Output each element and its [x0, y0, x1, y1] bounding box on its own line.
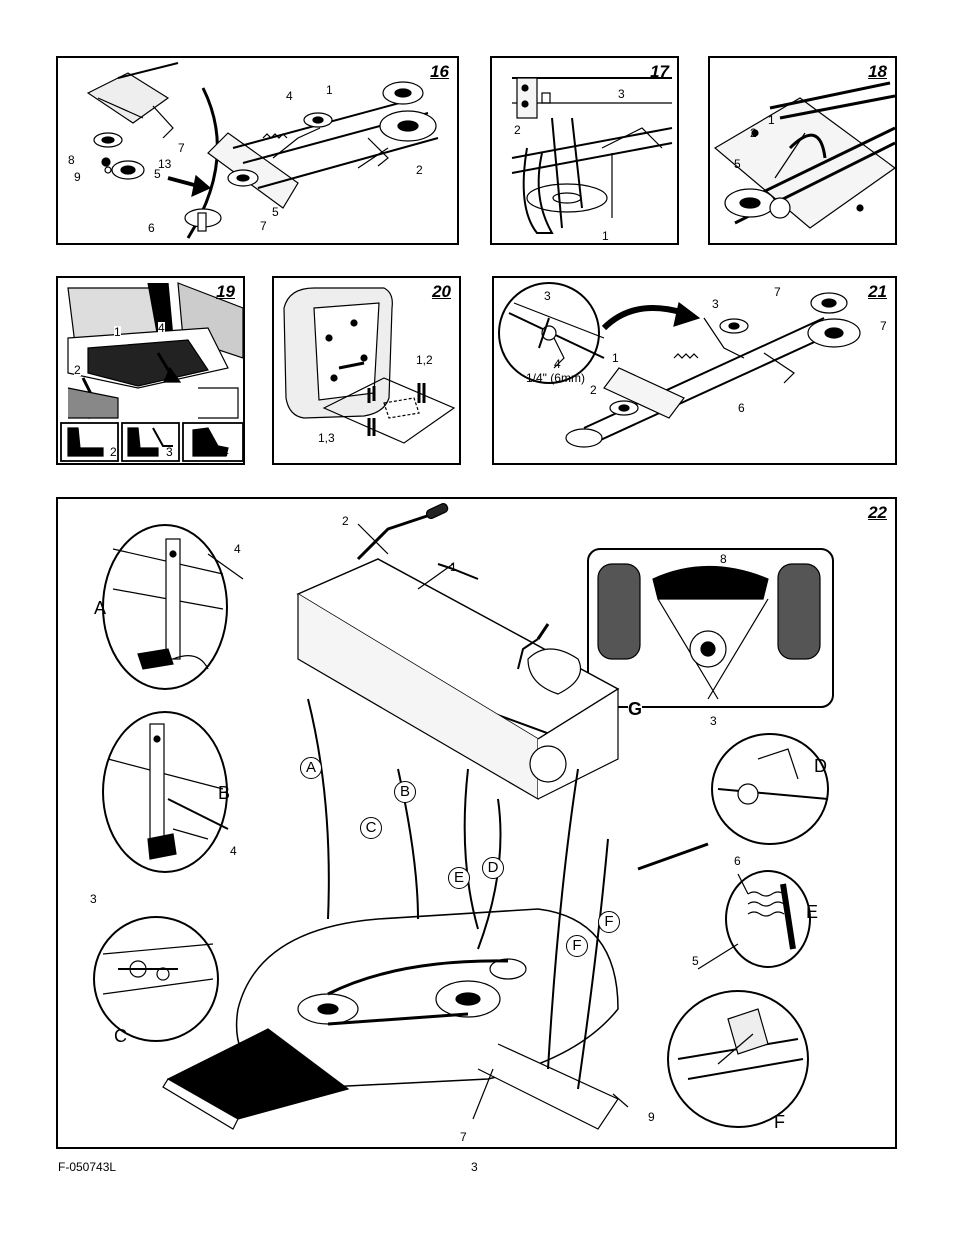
page-number: 3: [471, 1160, 478, 1174]
callout-label: 2: [74, 363, 81, 377]
callout-label: 4: [222, 445, 229, 459]
callout-label: 2: [750, 126, 757, 140]
route-letter-badge: F: [566, 935, 588, 957]
callout-label: 1: [450, 560, 457, 574]
route-letter-badge: E: [448, 867, 470, 889]
callout-label: 1,2: [416, 353, 433, 367]
callout-label: 8: [720, 552, 727, 566]
callout-label: 4: [286, 89, 293, 103]
figure-19-panel: 19 1 4 2 2 3 4: [56, 276, 245, 465]
callout-label: 3: [90, 892, 97, 906]
callout-label: 7: [460, 1130, 467, 1144]
figure-16-illustration: [86, 62, 439, 239]
callout-label: 4: [234, 542, 241, 556]
callout-label: 7: [260, 219, 267, 233]
callout-label: 5: [154, 167, 161, 181]
figure-18-panel: 18 1 2 5: [708, 56, 897, 245]
callout-label: 6: [738, 401, 745, 415]
callout-label: 13: [158, 157, 172, 171]
callout-label: 9: [74, 170, 81, 184]
figure-number: 21: [868, 282, 887, 301]
route-letter-badge: C: [360, 817, 382, 839]
figure-number: 22: [868, 503, 887, 522]
callout-label: 7: [774, 285, 781, 299]
callout-label: 2: [416, 163, 423, 177]
route-letter-badge: F: [598, 911, 620, 933]
callout-label: 9: [648, 1110, 655, 1124]
figure-number: 19: [216, 282, 235, 301]
callout-label: 1: [114, 325, 121, 339]
figure-20-panel: 20 1,2 1,3: [272, 276, 461, 465]
callout-label: 2: [514, 123, 521, 137]
callout-label: 5: [272, 205, 279, 219]
callout-label: 2: [110, 445, 117, 459]
detail-letter: A: [94, 598, 107, 618]
figure-20-illustration: [283, 287, 456, 444]
figure-19-illustration: [60, 282, 243, 462]
figure-22-panel: 22 2 1 8 4 4 3 3 6 5 9 7 A B C D E F G A…: [56, 497, 897, 1149]
figure-number: 17: [650, 62, 669, 81]
figure-number: 16: [430, 62, 449, 81]
callout-label: 1: [612, 351, 619, 365]
detail-letter: E: [806, 902, 819, 922]
callout-label: 3: [712, 297, 719, 311]
figure-22-illustration: [93, 503, 834, 1130]
figure-number: 20: [432, 282, 451, 301]
document-code: F-050743L: [58, 1160, 117, 1174]
figure-21-panel: 21 3 4 1/4" (6mm) 3 7 7 1 2 6: [492, 276, 897, 465]
callout-label: 2: [590, 383, 597, 397]
callout-label: 1: [602, 229, 609, 243]
callout-label: 7: [178, 141, 185, 155]
callout-label: 2: [342, 514, 349, 528]
figure-17-panel: 17 3 2 1: [490, 56, 679, 245]
figure-16-panel: 16 1 4 2 5 7 6 7 8 9 13 5: [56, 56, 459, 245]
callout-label: 5: [692, 954, 699, 968]
callout-label: 6: [734, 854, 741, 868]
callout-label: 1/4" (6mm): [526, 371, 585, 385]
route-letter-badge: D: [482, 857, 504, 879]
figure-21-illustration: [498, 282, 861, 448]
callout-label: 8: [68, 153, 75, 167]
figure-number: 18: [868, 62, 887, 81]
route-letter-badge: A: [300, 757, 322, 779]
callout-label: 4: [230, 844, 237, 858]
callout-label: 4: [554, 357, 561, 371]
detail-letter: B: [218, 783, 231, 803]
callout-label: 5: [734, 157, 741, 171]
callout-label: 3: [710, 714, 717, 728]
callout-label: 6: [148, 221, 155, 235]
detail-letter: F: [774, 1112, 785, 1132]
callout-label: 3: [618, 87, 625, 101]
detail-letter: D: [814, 756, 827, 776]
figure-18-illustration: [713, 81, 895, 229]
figure-17-illustration: [511, 77, 673, 234]
callout-label: 1,3: [318, 431, 335, 445]
route-letter-badge: B: [394, 781, 416, 803]
callout-label: 3: [166, 445, 173, 459]
callout-label: 1: [768, 113, 775, 127]
callout-label: 4: [158, 321, 165, 335]
callout-label: 3: [544, 289, 551, 303]
callout-label: 1: [326, 83, 333, 97]
detail-letter: G: [628, 699, 643, 719]
detail-letter: C: [114, 1026, 127, 1046]
callout-label: 7: [880, 319, 887, 333]
